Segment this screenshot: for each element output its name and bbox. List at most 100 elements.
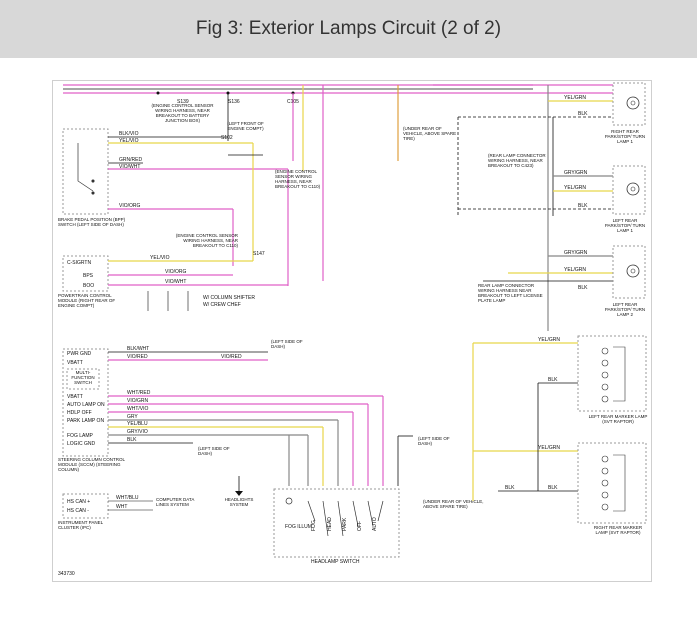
wire-yel-grn-4: YEL/GRN <box>538 337 560 343</box>
wire-grn-red: GRN/RED <box>119 157 142 163</box>
headlamp-switch-symbols <box>285 497 384 537</box>
s139-note-wrap: (ENGINE CONTROL SENSOR WIRING HARNESS, N… <box>151 103 214 123</box>
g103-note: (LEFT FRONT OF ENGINE COMPT) <box>227 121 264 131</box>
left-rear-turn1-label: LEFT REAR PARK/STOP/ TURN LAMP 1 <box>604 218 646 233</box>
ipc-box <box>62 493 109 519</box>
wire-vio-org-2: VIO/ORG <box>165 269 187 275</box>
wire-wht-vio: WHT/VIO <box>127 406 148 412</box>
wiring-diagram: S139 S136 C105 (ENGINE CONTROL SENSOR WI… <box>52 80 652 582</box>
wire-yel-blu: YEL/BLU <box>127 421 148 427</box>
wire-vio-wht-2: VIO/WHT <box>165 279 186 285</box>
legend-column-shifter: W/ COLUMN SHIFTER <box>203 295 255 301</box>
wire-blk-r3: BLK <box>578 285 588 291</box>
c423-note: (REAR LAMP CONNECTOR WIRING HARNESS, NEA… <box>488 153 546 168</box>
wire-yel-grn-3: YEL/GRN <box>564 267 586 273</box>
wire-yel-vio-2: YEL/VIO <box>150 255 170 261</box>
s113-note-wrap: (ENGINE CONTROL SENSOR WIRING HARNESS, N… <box>275 169 321 189</box>
g303-note: (LEFT SIDE OF DASH) <box>418 436 450 446</box>
ipc-pin-0: HS CAN + <box>67 499 90 505</box>
wiring-diagram-svg: S139 S136 C105 (ENGINE CONTROL SENSOR WI… <box>58 82 648 577</box>
g103-note-wrap: (LEFT FRONT OF ENGINE COMPT) <box>227 121 264 131</box>
headlamp-switch-label: HEADLAMP SWITCH <box>311 559 360 565</box>
sccm-pin-7: LOGIC GND <box>67 441 95 447</box>
s139-note: (ENGINE CONTROL SENSOR WIRING HARNESS, N… <box>151 103 214 123</box>
right-marker-lamp <box>577 442 647 524</box>
s427-note: (UNDER REAR OF VEHICLE, ABOVE SPARE TIRE… <box>403 126 457 141</box>
pcm-pin-csigrtn: C-SIGRTN <box>67 260 91 266</box>
wire-blk-r6: BLK <box>505 485 515 491</box>
pcm-wires <box>108 260 288 311</box>
wire-yel-grn-5: YEL/GRN <box>538 445 560 451</box>
bpp-switch-symbol <box>77 143 95 195</box>
ipc-label: INSTRUMENT PANEL CLUSTER (IPC) <box>58 520 103 530</box>
diagram-id: 343730 <box>58 571 75 577</box>
wire-yel-grn-2: YEL/GRN <box>564 185 586 191</box>
headlights-label: HEADLIGHTS SYSTEM <box>224 497 254 507</box>
left-rear-turn2-label-wrap: LEFT REAR PARK/STOP/ TURN LAMP 2 <box>604 302 646 317</box>
g303-note-wrap: (LEFT SIDE OF DASH) <box>418 436 450 446</box>
ipc-label-wrap: INSTRUMENT PANEL CLUSTER (IPC) <box>58 520 103 530</box>
wire-blk-wht: BLK/WHT <box>127 346 149 352</box>
splice-s147: S147 <box>253 251 265 257</box>
pcm-pin-bps: BPS <box>83 273 94 279</box>
trunk-wires <box>227 85 399 281</box>
wire-vio-red: VIO/RED <box>127 354 148 360</box>
left-rear-turn1-label-wrap: LEFT REAR PARK/STOP/ TURN LAMP 1 <box>604 218 646 233</box>
left-marker-label-wrap: LEFT REAR MARKER LAMP (SVT RAPTOR) <box>589 414 648 424</box>
bpp-switch-box <box>62 128 109 215</box>
c423-note-wrap: (REAR LAMP CONNECTOR WIRING HARNESS, NEA… <box>488 153 546 168</box>
headlights-label-wrap: HEADLIGHTS SYSTEM <box>224 497 254 507</box>
wire-wht-red: WHT/RED <box>127 390 151 396</box>
computer-lines-label: COMPUTER DATA LINES SYSTEM <box>156 497 195 507</box>
sccm-wires <box>108 351 413 486</box>
wire-gry-grn-1: GRY/GRN <box>564 170 588 176</box>
g203-note: (LEFT SIDE OF DASH) <box>271 339 303 349</box>
wire-wht: WHT <box>116 504 127 510</box>
sccm-pin-1: VBATT <box>67 360 83 366</box>
switch-label-fog: FOG <box>311 520 317 531</box>
rear-wires <box>457 85 613 501</box>
g302-note-wrap: (UNDER REAR OF VEHICLE, ABOVE SPARE TIRE… <box>423 499 484 509</box>
splice-s139: S139 <box>177 99 189 105</box>
switch-label-head: HEAD <box>327 517 333 531</box>
wire-blk-r1: BLK <box>578 111 588 117</box>
figure-title-bar: Fig 3: Exterior Lamps Circuit (2 of 2) <box>0 0 697 58</box>
switch-label-auto: AUTO <box>372 517 378 531</box>
pcm-label: POWERTRAIN CONTROL MODULE (RIGHT REAR OF… <box>58 293 116 308</box>
s113-note: (ENGINE CONTROL SENSOR WIRING HARNESS, N… <box>275 169 321 189</box>
legend-crew-chef: W/ CREW CHEF <box>203 302 241 308</box>
sccm-pin-2: VBATT <box>67 394 83 400</box>
g302-note: (UNDER REAR OF VEHICLE, ABOVE SPARE TIRE… <box>423 499 484 509</box>
mfs-box <box>66 368 100 390</box>
sccm-pin-6: FOG LAMP <box>67 433 94 439</box>
splice-s136: S136 <box>228 99 240 105</box>
switch-label-park: PARK <box>342 517 348 531</box>
right-rear-turn-label-wrap: RIGHT REAR PARK/STOP/ TURN LAMP 1 <box>604 129 646 144</box>
wire-vio-wht-1: VIO/WHT <box>119 164 140 170</box>
s147-note: (ENGINE CONTROL SENSOR WIRING HARNESS, N… <box>175 233 238 248</box>
pcm-label-wrap: POWERTRAIN CONTROL MODULE (RIGHT REAR OF… <box>58 293 116 308</box>
mfs-label-wrap: MULTI-FUNCTION SWITCH <box>71 370 94 385</box>
sccm-pin-5: PARK LAMP ON <box>67 418 104 424</box>
ipc-pin-1: HS CAN - <box>67 508 89 514</box>
wire-wht-blu: WHT/BLU <box>116 495 139 501</box>
s427-note-wrap: (UNDER REAR OF VEHICLE, ABOVE SPARE TIRE… <box>403 126 457 141</box>
pcm-pin-boo: BOO <box>83 283 94 289</box>
wire-gry-grn-2: GRY/GRN <box>564 250 588 256</box>
s423-note: REAR LAMP CONNECTOR WIRING HARNESS NEAR … <box>478 283 543 303</box>
headlamp-switch-box <box>273 488 400 558</box>
splice-g102: S102 <box>221 135 233 141</box>
sccm-pin-0: PWR GND <box>67 351 92 357</box>
ipc-wires <box>108 500 153 511</box>
right-marker-label: RIGHT REAR MARKER LAMP (SVT RAPTOR) <box>593 525 643 535</box>
right-rear-turn-label: RIGHT REAR PARK/STOP/ TURN LAMP 1 <box>604 129 646 144</box>
sccm-pin-3: AUTO LAMP ON <box>67 402 105 408</box>
wire-vio-grn: VIO/GRN <box>127 398 149 404</box>
wire-yel-vio-1: YEL/VIO <box>119 138 139 144</box>
bpp-label: BRAKE PEDAL POSITION (BPP) SWITCH (LEFT … <box>58 217 126 227</box>
wire-vio-org: VIO/ORG <box>119 203 141 209</box>
wire-blk-vio: BLK/VIO <box>119 131 139 137</box>
left-rear-turn2-label: LEFT REAR PARK/STOP/ TURN LAMP 2 <box>604 302 646 317</box>
s423-note-wrap: REAR LAMP CONNECTOR WIRING HARNESS NEAR … <box>478 283 543 303</box>
headlights-arrow <box>235 476 243 496</box>
